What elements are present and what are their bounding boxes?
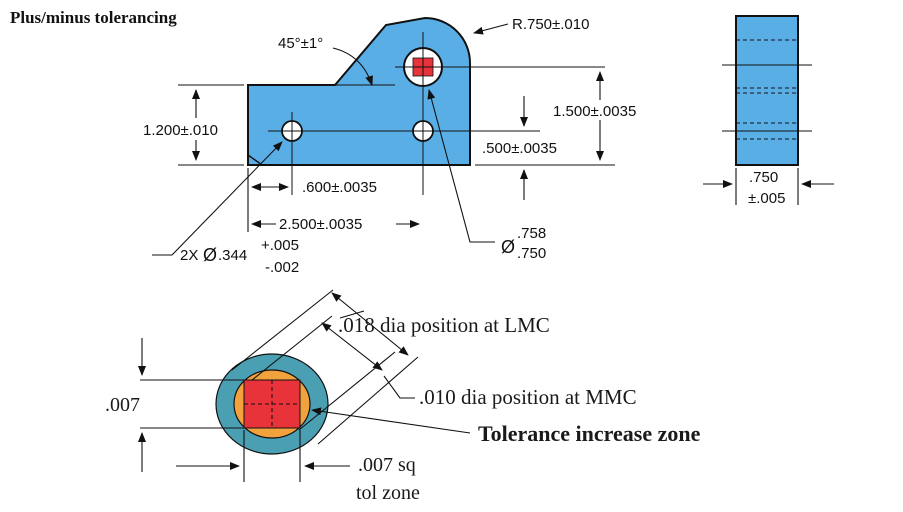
angle-label: 45°±1° bbox=[278, 35, 323, 52]
sq-label-2: tol zone bbox=[356, 482, 420, 504]
mmc-label: .010 dia position at MMC bbox=[419, 385, 637, 409]
diagram-title: Plus/minus tolerancing bbox=[10, 8, 177, 27]
dim-2500-label: 2.500±.0035 bbox=[279, 216, 362, 233]
dim-500-label: .500±.0035 bbox=[482, 140, 557, 157]
side-view-body bbox=[735, 15, 799, 166]
thickness-tol: ±.005 bbox=[748, 190, 785, 207]
lmc-label-leader bbox=[339, 310, 365, 319]
radius-label: R.750±.010 bbox=[512, 16, 589, 33]
diameter-icon: Ø bbox=[203, 245, 217, 265]
increase-zone-label: Tolerance increase zone bbox=[478, 421, 701, 446]
large-hole-lower: .750 bbox=[517, 245, 546, 262]
dim-1500-label: 1.500±.0035 bbox=[553, 103, 636, 120]
sq-label-1: .007 sq bbox=[358, 454, 416, 476]
small-hole-minus: -.002 bbox=[265, 259, 299, 276]
dim-007-label: .007 bbox=[105, 394, 140, 416]
side-view bbox=[722, 15, 812, 166]
lmc-label: .018 dia position at LMC bbox=[338, 313, 550, 337]
diameter-icon: Ø bbox=[501, 237, 515, 257]
front-view bbox=[247, 16, 605, 195]
radius-leader bbox=[473, 23, 509, 35]
lmc-ext-1 bbox=[231, 289, 334, 371]
mmc-ext-1 bbox=[251, 315, 333, 381]
small-hole-prefix: 2X bbox=[180, 247, 198, 264]
height-label: 1.200±.010 bbox=[143, 122, 218, 139]
lmc-ext-2 bbox=[317, 356, 419, 445]
dim-600-label: .600±.0035 bbox=[302, 179, 377, 196]
large-hole-leader bbox=[427, 89, 495, 243]
small-hole-plus: +.005 bbox=[261, 237, 299, 254]
increase-zone-leader bbox=[311, 407, 471, 434]
large-hole-upper: .758 bbox=[517, 225, 546, 242]
small-hole-dia: .344 bbox=[218, 247, 247, 264]
angle-arc bbox=[332, 47, 373, 86]
tolerance-zone-diagram bbox=[215, 353, 329, 455]
mmc-dim-arrow bbox=[321, 322, 383, 371]
small-hole-leader bbox=[152, 141, 283, 256]
thickness-label: .750 bbox=[749, 169, 778, 186]
chamfer-edge bbox=[247, 154, 263, 166]
mmc-label-leader bbox=[383, 375, 415, 399]
